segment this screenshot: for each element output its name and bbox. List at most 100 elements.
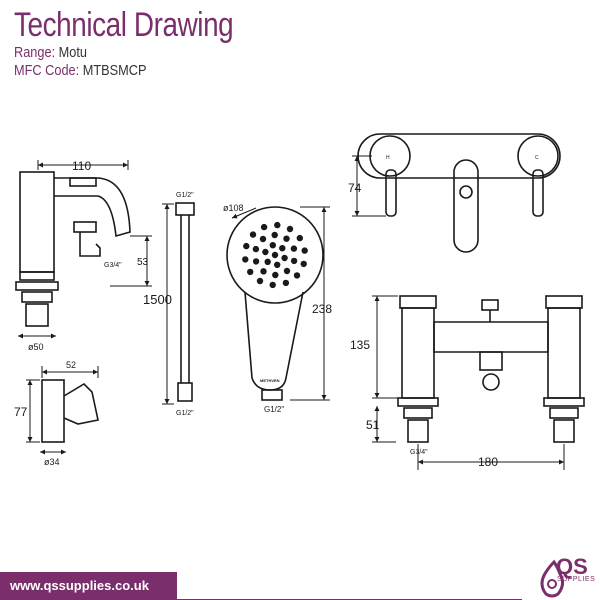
mfc-label: MFC Code:: [14, 62, 80, 79]
nozzle: [283, 235, 290, 242]
spout-thread-label: G3/4": [104, 262, 122, 269]
logo-text: QS: [556, 554, 588, 579]
diverter-knob: [459, 185, 473, 199]
nozzle: [279, 245, 286, 252]
hose-top-thread-label: G1/2": [176, 192, 194, 199]
holder-height-label: 77: [14, 405, 28, 419]
diverter-pull: [481, 299, 499, 311]
nozzle: [247, 268, 254, 276]
nozzle: [252, 258, 260, 265]
front-dims: [372, 295, 565, 470]
nozzle: [243, 242, 250, 250]
mixer-height-label: 135: [350, 338, 370, 352]
nozzle: [290, 257, 298, 265]
nozzle: [259, 235, 267, 243]
handset-nozzles: [242, 221, 308, 289]
nozzle: [260, 223, 268, 231]
base-nut: [21, 291, 53, 303]
hot-handle-front: [399, 295, 437, 309]
spout-outlet: [479, 351, 503, 371]
spout-body: [19, 171, 55, 273]
handset-length-label: 238: [312, 302, 332, 316]
nozzle: [290, 245, 298, 252]
qs-logo-icon: [540, 559, 565, 598]
website-link[interactable]: www.qssupplies.co.uk: [0, 572, 177, 600]
nozzle: [281, 254, 288, 262]
diverter: [73, 221, 97, 233]
handset-connector: [261, 389, 283, 401]
nozzle: [274, 221, 281, 229]
handset-brand-label: METHVEN: [260, 378, 280, 383]
base-diameter-label: ø50: [28, 342, 44, 352]
cold-handle-label: C: [535, 155, 539, 161]
holder-diameter-label: ø34: [44, 457, 60, 467]
nozzle: [272, 271, 279, 279]
diverter-top: [453, 159, 479, 253]
hot-lever: [385, 169, 397, 217]
cold-nut: [549, 407, 579, 419]
nozzle: [282, 279, 290, 287]
hose-bottom-thread-label: G1/2": [176, 410, 194, 417]
mixer-front-view: [397, 295, 585, 443]
range-value: Motu: [58, 44, 88, 61]
cold-lever: [532, 169, 544, 217]
nozzle: [300, 260, 307, 268]
holder-plate: [41, 379, 65, 443]
mfc-value: MTBSMCP: [82, 62, 147, 79]
hose-top-nut: [175, 202, 195, 216]
nozzle: [256, 277, 264, 285]
hose-bottom-cone: [177, 382, 193, 402]
mixer-thread-label: G3/4": [410, 449, 428, 456]
mixer-base-height-label: 51: [366, 418, 380, 432]
nozzle: [274, 261, 281, 268]
technical-drawing: 110 53 G3/4" ø50 G1/2" 1500 G1/2" ø108 2…: [14, 133, 585, 470]
top-body: [357, 133, 561, 179]
handset-thread-label: G1/2": [264, 405, 284, 414]
bridge: [433, 321, 549, 353]
nozzle: [264, 258, 271, 265]
hot-handle-label: H: [386, 155, 390, 161]
holder-cradle: [63, 382, 99, 425]
hot-pillar: [401, 307, 435, 399]
hose-length-label: 1500: [143, 292, 172, 307]
nozzle: [260, 268, 267, 275]
nozzle: [242, 256, 249, 263]
base-tail: [25, 303, 49, 327]
nozzle: [262, 248, 269, 256]
holder-depth-label: 52: [66, 360, 76, 370]
cold-flange: [543, 397, 585, 407]
range-label: Range:: [14, 44, 56, 61]
range-line: Range: Motu: [14, 44, 87, 61]
mfc-line: MFC Code: MTBSMCP: [14, 62, 146, 79]
cold-pillar: [547, 307, 581, 399]
nozzle: [269, 281, 276, 289]
base-flange: [19, 271, 55, 281]
nozzle: [249, 231, 257, 238]
nozzle: [271, 231, 278, 239]
nozzle: [301, 247, 308, 254]
wall-holder: [41, 379, 99, 443]
page-title: Technical Drawing: [14, 6, 234, 44]
hot-tail: [407, 419, 429, 443]
nozzle: [271, 251, 279, 259]
nozzle: [286, 225, 294, 233]
spout-reach-label: 110: [72, 159, 91, 173]
nozzle: [252, 245, 260, 253]
handset-diameter-label: ø108: [223, 203, 244, 213]
cold-handle-top: [517, 135, 559, 177]
top-depth-label: 74: [348, 181, 362, 195]
holder-dims: [26, 366, 99, 455]
handset-handle: [244, 291, 304, 391]
hot-nut: [403, 407, 433, 419]
shower-hose: [175, 202, 195, 402]
logo-subtext: SUPPLIES: [557, 576, 596, 583]
handset-connector-front: [482, 373, 500, 391]
hot-flange: [397, 397, 439, 407]
spout-arm: [54, 177, 131, 238]
cold-tail: [553, 419, 575, 443]
base-washer: [15, 281, 59, 291]
spout-dims: [18, 160, 152, 339]
spout-height-label: 53: [137, 257, 149, 268]
nozzle: [283, 267, 291, 275]
nozzle: [293, 272, 301, 279]
